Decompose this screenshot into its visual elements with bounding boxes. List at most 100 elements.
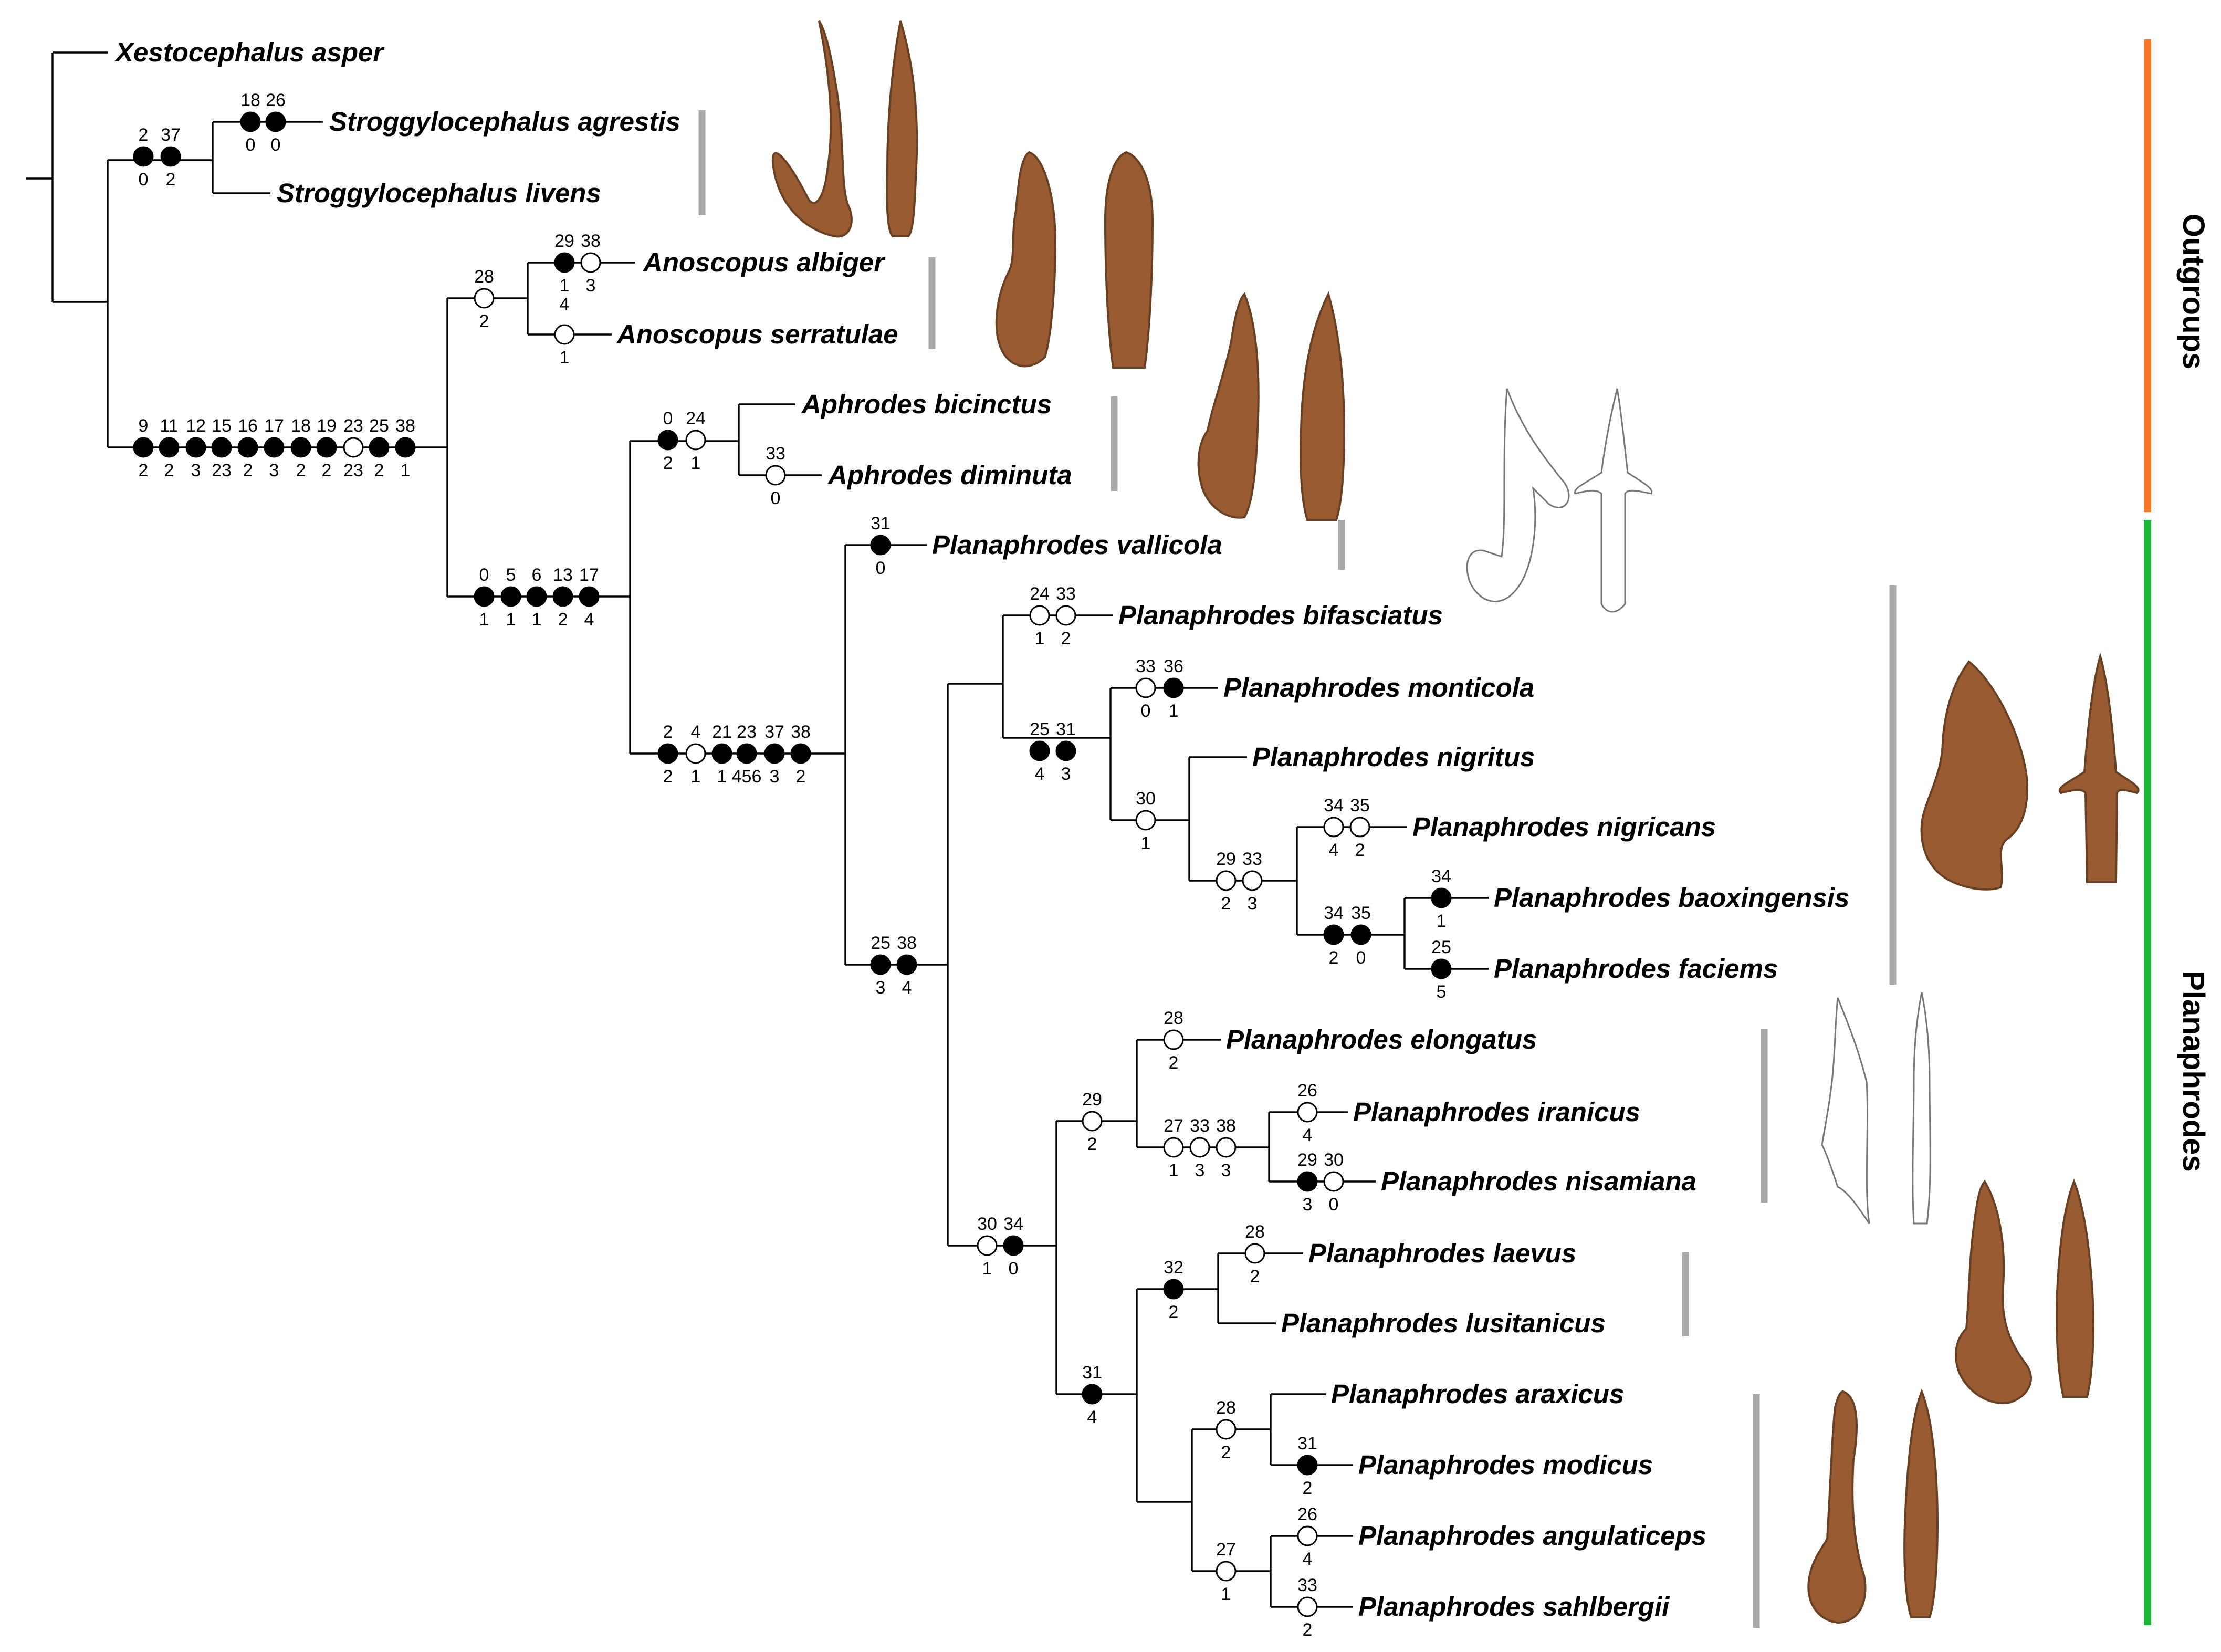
state-number: 2: [663, 767, 673, 787]
character-mark: 330: [1135, 656, 1156, 721]
character-number: 26: [266, 90, 286, 110]
character-mark: 38 3: [580, 231, 601, 296]
state-number: 2: [796, 767, 806, 787]
state-number: 4: [584, 610, 594, 630]
character-number: 28: [474, 267, 494, 287]
apomorphy-dot: [736, 743, 757, 764]
character-number: 33: [1136, 656, 1156, 676]
character-mark: 310: [870, 514, 891, 578]
taxon-label: Planaphrodes vallicola: [932, 530, 1222, 560]
character-mark: 26 0: [265, 90, 286, 155]
character-number: 31: [871, 514, 891, 534]
apomorphy-dot: [870, 954, 891, 975]
character-number: 28: [1216, 1398, 1236, 1418]
character-mark: 332: [1297, 1575, 1318, 1640]
homoplasy-dot: [1135, 677, 1156, 698]
apomorphy-dot: [240, 111, 261, 132]
character-mark: 123: [185, 416, 206, 480]
character-number: 38: [395, 416, 415, 436]
character-mark: 174: [579, 565, 600, 630]
character-number: 9: [139, 416, 149, 436]
state-number: 4: [560, 295, 570, 315]
apomorphy-dot: [290, 437, 311, 458]
homoplasy-dot: [765, 465, 786, 486]
character-number: 37: [764, 722, 784, 742]
character-mark: 41: [685, 722, 706, 787]
state-number: 2: [1250, 1267, 1260, 1287]
character-mark: 162: [237, 416, 258, 480]
apomorphy-dot: [185, 437, 206, 458]
character-number: 11: [160, 416, 178, 436]
character-mark: 352: [1349, 796, 1370, 860]
state-number: 2: [1221, 1442, 1231, 1462]
apomorphy-dot: [657, 430, 678, 451]
character-number: 38: [897, 933, 917, 953]
character-number: 32: [1164, 1258, 1183, 1278]
specimen-aphrodes: [1197, 291, 1346, 521]
character-number: 37: [161, 125, 181, 145]
state-number: 0: [271, 135, 281, 155]
state-number: 0: [1329, 1195, 1339, 1215]
apomorphy-dot: [579, 586, 600, 607]
state-number: 2: [1303, 1620, 1313, 1640]
character-number: 27: [1164, 1116, 1183, 1136]
state-number: 2: [1303, 1478, 1313, 1498]
state-number: 2: [296, 461, 306, 480]
character-mark: 330: [765, 444, 786, 508]
apomorphy-dot: [1297, 1455, 1318, 1476]
taxon-label: Planaphrodes elongatus: [1226, 1024, 1537, 1054]
state-number: 1: [717, 767, 727, 787]
character-number: 34: [1003, 1214, 1023, 1234]
character-mark: 173: [264, 416, 285, 480]
state-number: 3: [586, 276, 596, 296]
taxon-label: Planaphrodes iranicus: [1353, 1097, 1640, 1127]
character-mark: 333: [1242, 849, 1263, 914]
state-number: 3: [1221, 1160, 1231, 1180]
specimen-stroggylocephalus: [771, 20, 918, 238]
state-number: 3: [1195, 1160, 1205, 1180]
character-number: 38: [1216, 1116, 1236, 1136]
character-mark: 132: [552, 565, 573, 630]
character-number: 31: [1056, 719, 1076, 739]
state-number: 2: [1355, 840, 1365, 860]
taxon-label: Stroggylocephalus livens: [277, 178, 601, 208]
character-number: 38: [581, 231, 601, 251]
taxon-label: Planaphrodes nisamiana: [1381, 1166, 1696, 1196]
taxon-label: Planaphrodes angulaticeps: [1358, 1521, 1706, 1551]
character-number: 31: [1297, 1434, 1317, 1454]
homoplasy-dot: [1189, 1137, 1210, 1158]
state-number: 2: [479, 311, 489, 331]
character-number: 31: [1082, 1363, 1102, 1383]
homoplasy-dot: [685, 743, 706, 764]
character-number: 24: [686, 409, 706, 428]
apomorphy-dot: [159, 437, 180, 458]
character-mark: 373: [764, 722, 785, 787]
character-mark: 241: [1029, 584, 1050, 649]
apomorphy-dot: [1431, 887, 1452, 908]
apomorphy-dot: [1163, 677, 1184, 698]
character-mark: 61: [526, 565, 547, 630]
taxon-label: Xestocephalus asper: [114, 37, 385, 67]
drawing-planaphrodes-elongatus-clade: [1821, 992, 1931, 1225]
character-number: 23: [343, 416, 363, 436]
taxon-label: Planaphrodes sahlbergii: [1358, 1592, 1670, 1622]
character-mark: 301: [1135, 789, 1156, 853]
clade-bars: [698, 110, 1897, 1628]
character-mark: 264: [1297, 1081, 1318, 1145]
homoplasy-dot: [1297, 1596, 1318, 1617]
apomorphy-dot: [554, 252, 575, 273]
apomorphy-dot: [369, 437, 390, 458]
taxon-label: Planaphrodes nigritus: [1252, 742, 1535, 772]
apomorphy-dot: [870, 535, 891, 556]
homoplasy-dot: [1242, 870, 1263, 891]
homoplasy-dot: [343, 437, 364, 458]
specimen-planaphrodes-laevus-clade: [1955, 1178, 2094, 1404]
character-mark: 241: [685, 409, 706, 473]
character-number: 25: [871, 933, 891, 953]
character-mark: 182: [290, 416, 311, 480]
group-label-outgroups: Outgroups: [2176, 214, 2210, 369]
